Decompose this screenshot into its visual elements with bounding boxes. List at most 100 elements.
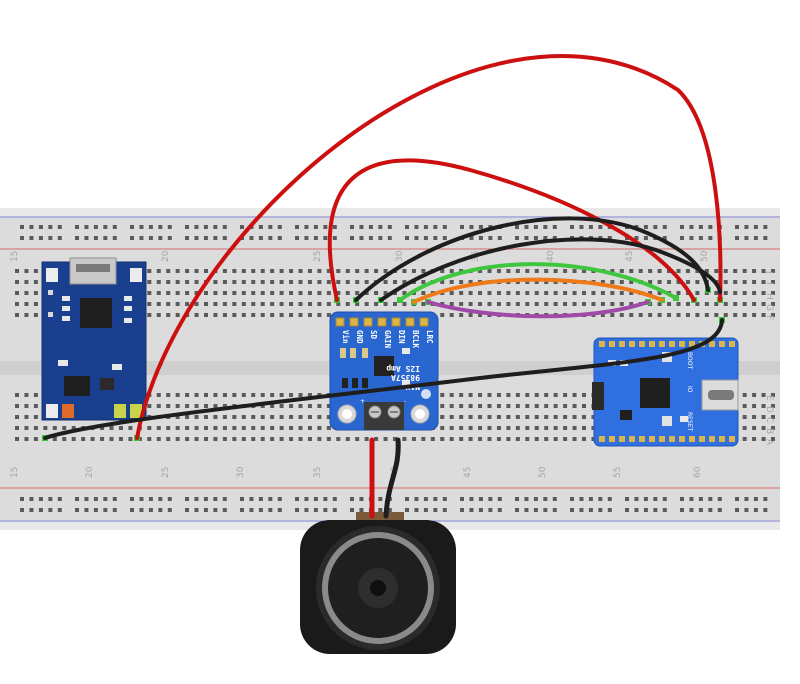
hole bbox=[582, 415, 586, 419]
rail-hole bbox=[753, 508, 758, 512]
hole bbox=[364, 269, 369, 273]
rail-hole bbox=[662, 497, 667, 501]
hole bbox=[506, 404, 511, 408]
hole bbox=[33, 302, 38, 306]
amp-header-pin bbox=[377, 317, 387, 327]
rail-hole bbox=[680, 508, 684, 512]
hole bbox=[733, 313, 738, 317]
hole bbox=[487, 291, 492, 295]
hole bbox=[175, 437, 180, 441]
hole bbox=[742, 404, 747, 408]
hole bbox=[260, 415, 265, 419]
rail-hole bbox=[423, 225, 428, 229]
hole bbox=[241, 393, 246, 397]
hole bbox=[685, 313, 690, 317]
hole bbox=[440, 426, 445, 430]
hole bbox=[326, 437, 331, 441]
amp-pin-label-din: DIN bbox=[397, 330, 406, 344]
rail-hole bbox=[112, 508, 117, 512]
hole bbox=[723, 291, 728, 295]
hole bbox=[761, 280, 766, 284]
column-number-top-45: 45 bbox=[625, 251, 635, 262]
hole bbox=[194, 426, 199, 430]
hole bbox=[496, 437, 501, 441]
rail-hole bbox=[579, 225, 584, 229]
rail-hole bbox=[29, 497, 34, 501]
rail-hole bbox=[460, 508, 464, 512]
hole bbox=[156, 302, 161, 306]
hole bbox=[251, 393, 256, 397]
hole bbox=[383, 280, 388, 284]
hole bbox=[591, 302, 596, 306]
mcu-pin bbox=[679, 341, 685, 347]
hole bbox=[582, 426, 586, 430]
hole bbox=[714, 269, 719, 273]
rail-hole bbox=[753, 236, 758, 240]
hole bbox=[241, 313, 246, 317]
hole bbox=[487, 393, 492, 397]
rail-hole bbox=[763, 225, 768, 229]
mcu-pin bbox=[689, 341, 695, 347]
hole bbox=[496, 404, 501, 408]
hole bbox=[270, 437, 275, 441]
hole bbox=[260, 426, 265, 430]
rail-hole bbox=[689, 225, 694, 229]
charger-chip-icon bbox=[80, 298, 112, 328]
rail-hole bbox=[478, 225, 483, 229]
hole bbox=[326, 302, 331, 306]
rail-hole bbox=[130, 236, 134, 240]
hole bbox=[33, 269, 38, 273]
hole bbox=[326, 415, 331, 419]
rail-hole bbox=[570, 225, 574, 229]
hole bbox=[515, 437, 520, 441]
hole bbox=[317, 313, 322, 317]
hole bbox=[478, 437, 483, 441]
hole bbox=[752, 404, 757, 408]
hole bbox=[15, 404, 19, 408]
hole bbox=[515, 426, 520, 430]
hole bbox=[260, 437, 265, 441]
hole bbox=[383, 302, 388, 306]
hole bbox=[440, 415, 445, 419]
hole bbox=[487, 302, 492, 306]
mcu-pin bbox=[629, 436, 635, 442]
rail-hole bbox=[38, 497, 43, 501]
amplifier-name-line-2: 98357A bbox=[391, 373, 420, 382]
hole bbox=[270, 426, 275, 430]
hole bbox=[194, 393, 199, 397]
hole bbox=[156, 269, 161, 273]
hole bbox=[695, 280, 700, 284]
hole bbox=[563, 426, 568, 430]
hole bbox=[279, 404, 284, 408]
column-number-top-30: 30 bbox=[395, 250, 405, 262]
hole bbox=[289, 426, 294, 430]
rail-hole bbox=[93, 508, 98, 512]
hole bbox=[459, 280, 464, 284]
hole bbox=[506, 426, 511, 430]
hole bbox=[761, 404, 766, 408]
hole bbox=[166, 404, 171, 408]
row-letter-i: I bbox=[764, 282, 774, 285]
mcu-pin bbox=[599, 436, 605, 442]
hole bbox=[742, 269, 747, 273]
rail-hole bbox=[359, 225, 364, 229]
hole bbox=[147, 269, 152, 273]
hole bbox=[629, 302, 634, 306]
rail-hole bbox=[350, 225, 354, 229]
hole bbox=[336, 302, 341, 306]
wire-lrc bbox=[426, 300, 650, 319]
rail-hole bbox=[38, 225, 43, 229]
rail-hole bbox=[139, 236, 144, 240]
rail-hole bbox=[469, 225, 474, 229]
hole bbox=[374, 291, 379, 295]
column-number-top-15: 15 bbox=[10, 251, 20, 262]
mcu-chip-icon bbox=[640, 378, 670, 408]
hole bbox=[525, 437, 530, 441]
hole bbox=[204, 302, 208, 306]
mcu-pin bbox=[649, 436, 655, 442]
rail-hole bbox=[763, 508, 768, 512]
hole bbox=[232, 313, 237, 317]
hole bbox=[487, 426, 492, 430]
hole bbox=[156, 393, 161, 397]
